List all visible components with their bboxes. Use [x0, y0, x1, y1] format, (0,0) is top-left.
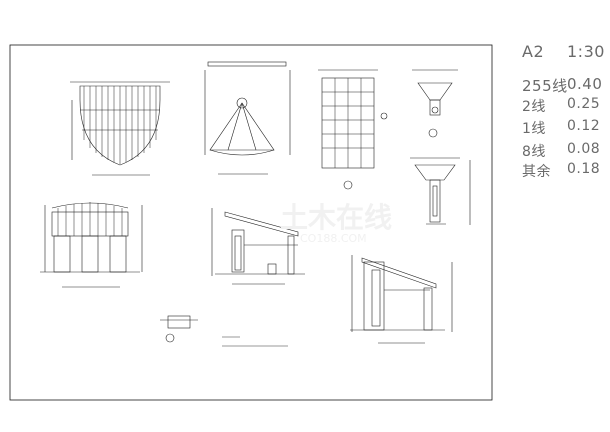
sheet-border	[9, 44, 493, 401]
legend-row: 其余 0.18	[522, 161, 600, 181]
side-section	[211, 208, 305, 285]
trellis-elevation	[318, 69, 388, 190]
legend-row-value: 0.18	[567, 161, 601, 177]
front-elevation	[40, 202, 143, 288]
column-detail-top	[412, 69, 458, 138]
legend-row-label: 其余	[522, 164, 551, 180]
watermark-url: CO188.COM	[300, 232, 367, 245]
legend-row: 1线 0.12	[522, 118, 600, 138]
legend-paper: A2 1:30	[522, 42, 604, 61]
legend-row-label: 255线	[522, 77, 568, 95]
legend-paper-size: A2	[522, 42, 545, 61]
legend-row-value: 0.40	[567, 75, 603, 93]
legend-row: 8线 0.08	[522, 141, 600, 161]
small-detail	[160, 315, 198, 343]
right-side-elevation	[350, 255, 453, 344]
legend-row-value: 0.12	[567, 118, 601, 134]
legend-row-label: 2线	[522, 99, 546, 115]
notes-block	[222, 336, 288, 347]
legend-row-label: 1线	[522, 121, 546, 137]
column-detail-elevation	[410, 157, 471, 225]
fan-plan-view	[204, 61, 291, 175]
legend-row-label: 8线	[522, 144, 546, 160]
pergola-plan-view	[70, 81, 170, 176]
legend-scale: 1:30	[567, 42, 605, 61]
legend-row: 2线 0.25	[522, 96, 600, 116]
watermark-brand: 土木在线	[280, 201, 393, 234]
legend-row-value: 0.08	[567, 141, 601, 157]
legend-row: 255线 0.40	[522, 75, 602, 96]
legend-row-value: 0.25	[567, 96, 601, 112]
